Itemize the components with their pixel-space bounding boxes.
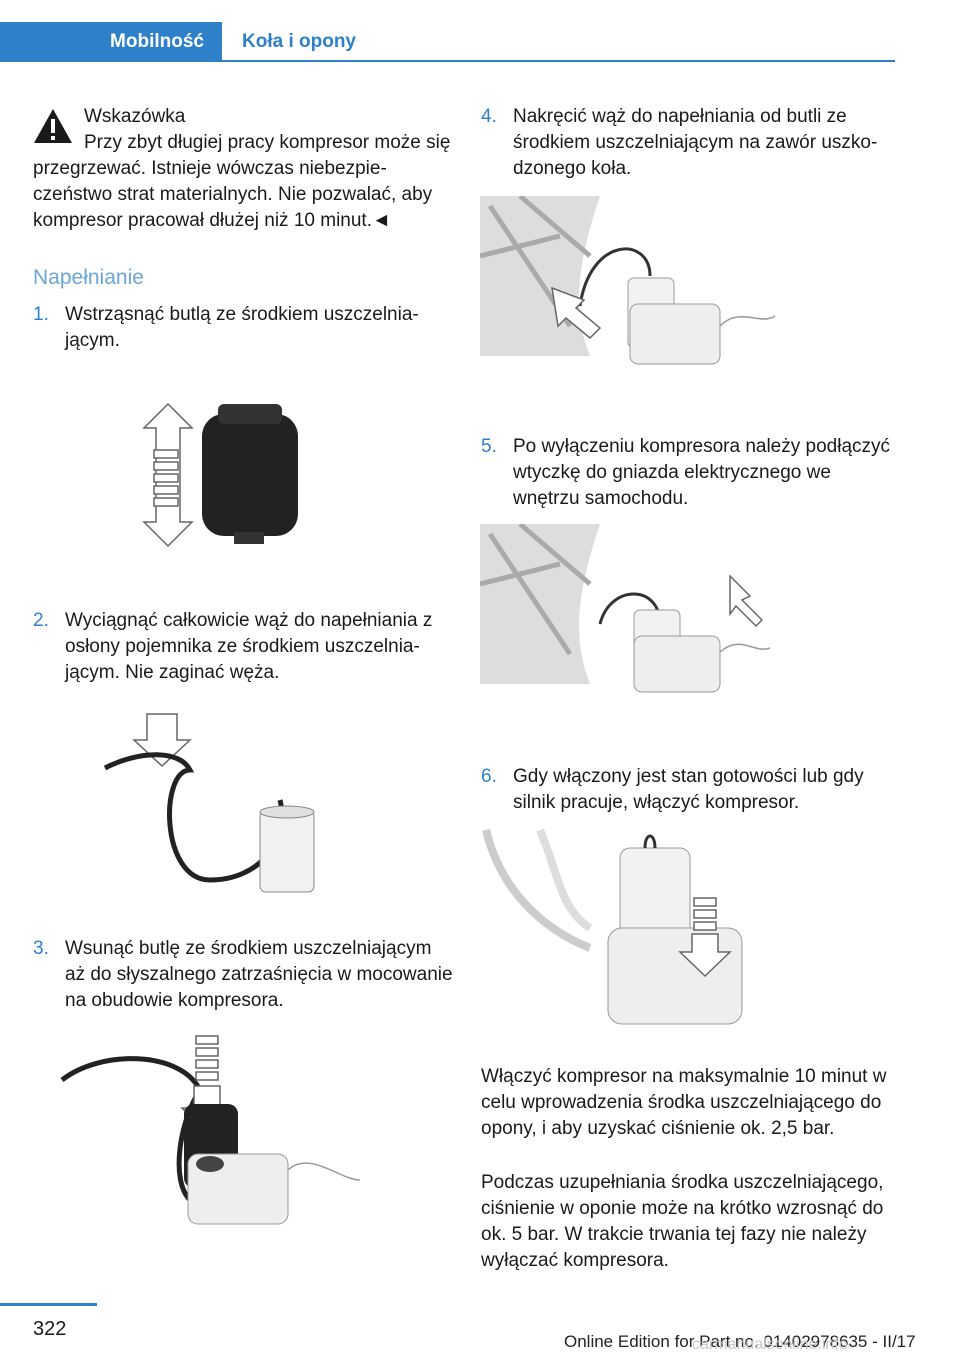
figure-switch-on-compressor xyxy=(482,828,743,1025)
step-text: Po wyłączeniu kompresora należy podłą­cz… xyxy=(513,436,891,509)
footer-rule xyxy=(0,1303,97,1306)
step-6: 6. Gdy włączony jest stan gotowości lub … xyxy=(481,764,891,816)
step-3: 3. Wsunąć butlę ze środkiem uszczelniają… xyxy=(33,936,453,1014)
figure-shake-bottle xyxy=(142,402,298,548)
step-5: 5. Po wyłączeniu kompresora należy podłą… xyxy=(481,434,891,512)
step-2: 2. Wyciągnąć całkowicie wąż do napełnian… xyxy=(33,608,453,686)
step-4: 4. Nakręcić wąż do napełniania od butli … xyxy=(481,104,891,182)
tab-mobilnosc[interactable]: Mobilność xyxy=(0,22,222,62)
step-1: 1. Wstrząsnąć butlą ze środkiem uszczeln… xyxy=(33,302,453,354)
step-number: 1. xyxy=(33,304,49,325)
warning-note: Wskazówka Przy zbyt długiej pracy kompre… xyxy=(33,104,453,234)
step-text: Wyciągnąć całkowicie wąż do napełniania … xyxy=(65,610,433,683)
step-number: 5. xyxy=(481,436,497,457)
warning-triangle-icon xyxy=(34,109,72,143)
step-number: 3. xyxy=(33,938,49,959)
figure-screw-hose-to-valve xyxy=(480,196,776,365)
watermark: carmanualsonline.info xyxy=(692,1336,848,1353)
step-text: Wstrząsnąć butlą ze środkiem uszczelnia­… xyxy=(65,304,419,351)
note-title: Wskazówka xyxy=(84,106,186,127)
figure-pull-hose xyxy=(103,713,315,893)
step-text: Wsunąć butlę ze środkiem uszczelniającym… xyxy=(65,938,453,1011)
figure-insert-bottle xyxy=(60,1035,361,1225)
paragraph-1: Włączyć kompresor na maksymalnie 10 minu… xyxy=(481,1066,887,1139)
step-text: Nakręcić wąż do napełniania od butli ze … xyxy=(513,106,878,179)
step-number: 4. xyxy=(481,106,497,127)
step-number: 6. xyxy=(481,766,497,787)
paragraph-2: Podczas uzupełniania środka uszczelniają… xyxy=(481,1172,884,1271)
edition-label: Online Edition for Part no. 01402978635 … xyxy=(564,1332,916,1351)
tab-underline xyxy=(222,60,895,62)
header-tabbar: Mobilność Koła i opony xyxy=(0,22,895,62)
section-heading: Napełnianie xyxy=(33,266,144,289)
figure-plug-in-socket xyxy=(480,524,771,693)
step-text: Gdy włączony jest stan gotowości lub gdy… xyxy=(513,766,864,813)
page-number: 322 xyxy=(33,1318,67,1340)
tab-kola-i-opony[interactable]: Koła i opony xyxy=(222,22,895,62)
note-text: Przy zbyt długiej pracy kompresor może s… xyxy=(33,132,451,231)
step-number: 2. xyxy=(33,610,49,631)
